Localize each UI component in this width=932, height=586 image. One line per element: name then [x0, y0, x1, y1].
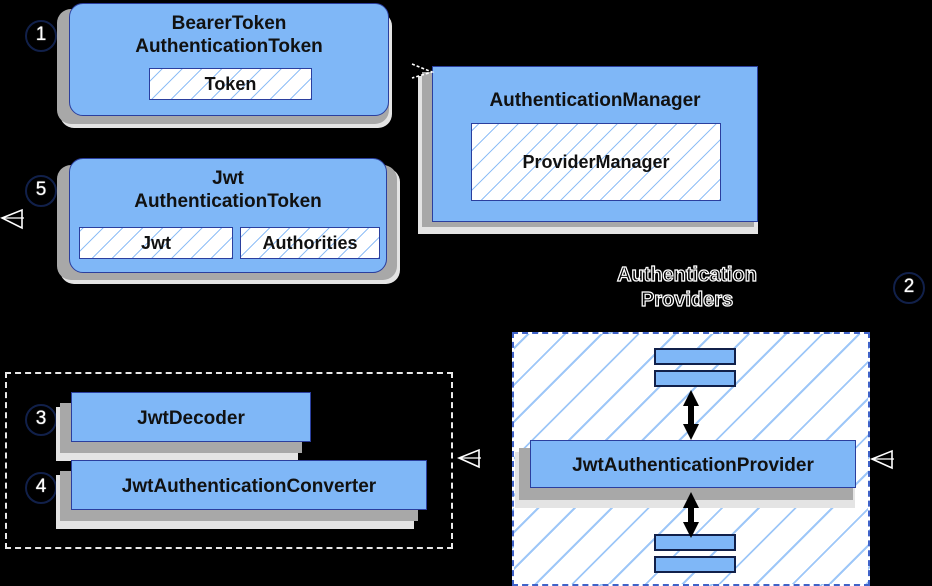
arrowhead-support-to-provider — [456, 448, 481, 469]
provider-placeholder-bar-3 — [654, 534, 736, 551]
slot-provider-manager[interactable]: ProviderManager — [471, 123, 721, 201]
node-authentication-manager[interactable]: AuthenticationManager ProviderManager — [432, 66, 758, 222]
marker-3: 3 — [25, 404, 57, 436]
jwt-token-title-line1: Jwt — [212, 168, 244, 189]
authentication-manager-title: AuthenticationManager — [489, 90, 701, 111]
panel-jwt-support — [5, 372, 453, 549]
provider-placeholder-bar-1 — [654, 348, 736, 365]
arrowhead-provider-external — [869, 449, 894, 470]
slot-jwt[interactable]: Jwt — [79, 227, 233, 259]
jwt-authentication-converter-title: JwtAuthenticationConverter — [121, 476, 377, 497]
slot-authorities[interactable]: Authorities — [240, 227, 380, 259]
node-jwt-decoder[interactable]: JwtDecoder — [71, 392, 311, 442]
jwt-authentication-provider-title: JwtAuthenticationProvider — [572, 455, 814, 476]
slot-token[interactable]: Token — [149, 68, 312, 100]
provider-placeholder-bar-4 — [654, 556, 736, 573]
arrowhead-left-jwt-token — [0, 208, 24, 230]
providers-caption: Authentication Providers — [576, 263, 798, 313]
jwt-decoder-title: JwtDecoder — [137, 408, 245, 429]
providers-caption-line2: Providers — [640, 288, 734, 311]
bearer-token-title-line2: AuthenticationToken — [135, 36, 323, 57]
marker-2: 2 — [893, 272, 925, 304]
marker-5: 5 — [25, 175, 57, 207]
node-bearer-token-authentication-token[interactable]: BearerToken AuthenticationToken Token — [69, 3, 389, 116]
marker-4: 4 — [25, 472, 57, 504]
jwt-token-title-line2: AuthenticationToken — [134, 191, 322, 212]
node-jwt-authentication-token[interactable]: Jwt AuthenticationToken Jwt Authorities — [69, 158, 387, 273]
marker-1: 1 — [25, 20, 57, 52]
node-jwt-authentication-converter[interactable]: JwtAuthenticationConverter — [71, 460, 427, 510]
node-jwt-authentication-provider[interactable]: JwtAuthenticationProvider — [530, 440, 856, 488]
provider-placeholder-bar-2 — [654, 370, 736, 387]
bearer-token-title-line1: BearerToken — [171, 13, 287, 34]
providers-caption-line1: Authentication — [616, 263, 757, 286]
